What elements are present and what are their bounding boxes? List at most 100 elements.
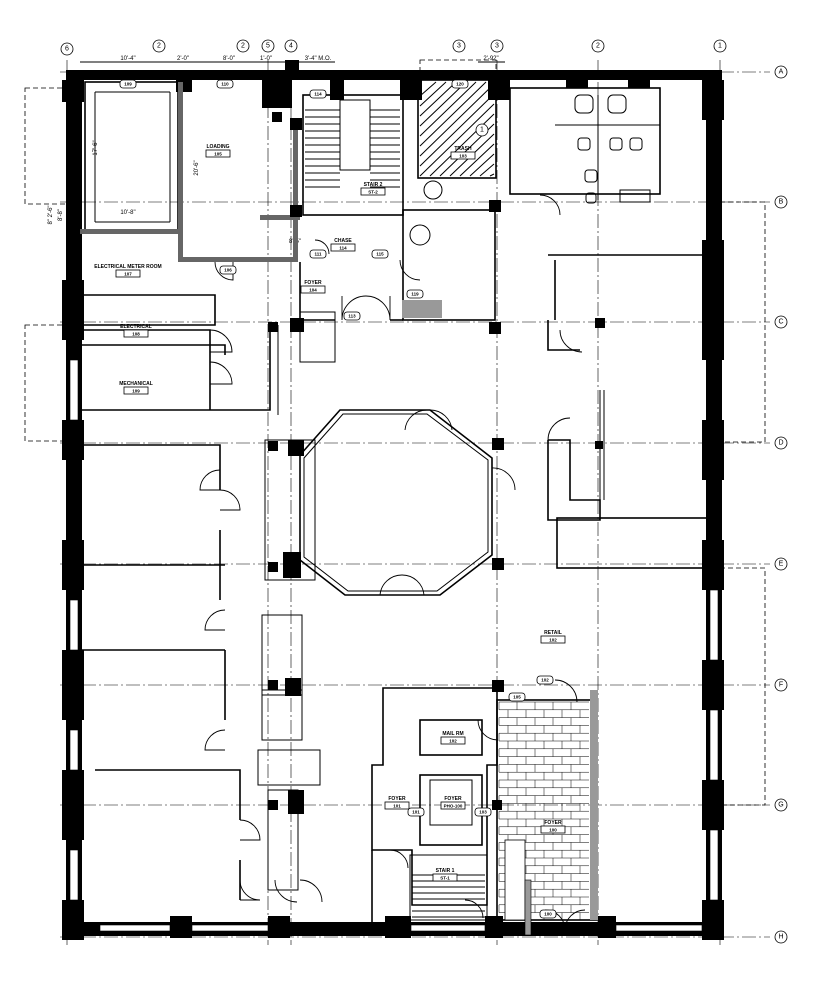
door-tag: 113 xyxy=(343,311,361,321)
room-name: FOYER xyxy=(544,820,562,826)
foyer-100-brick xyxy=(496,690,598,936)
room-number: 104 xyxy=(309,288,317,293)
grid-bubble-row-G: G xyxy=(774,798,788,812)
grid-label: 1 xyxy=(718,43,722,50)
grid-bubble-col-1: 1 xyxy=(713,39,727,53)
door-tag-number: 106 xyxy=(224,268,232,273)
door-tag: 119 xyxy=(406,289,424,299)
grid-bubble-row-D: D xyxy=(774,436,788,450)
room-name: MAIL RM xyxy=(442,731,463,737)
door-tag: 100 xyxy=(539,909,557,919)
grid-bubble-row-F: F xyxy=(774,678,788,692)
dimension-text: 8'-8" xyxy=(58,209,64,221)
room-name: FOYER xyxy=(304,280,322,286)
grid-bubble-row-H: H xyxy=(774,930,788,944)
room-number: ST-1 xyxy=(440,876,450,881)
windows xyxy=(69,359,719,932)
grid-label: H xyxy=(778,934,783,941)
room-number: 102 xyxy=(549,638,557,643)
dimension-text: 20'-6" xyxy=(194,160,200,175)
door-tag: 110 xyxy=(216,79,234,89)
door-swings xyxy=(199,194,586,931)
room-name: FOYER xyxy=(388,796,406,802)
room-name: ELECTRICAL METER ROOM xyxy=(94,264,161,270)
room-label: STAIR 1ST-1 xyxy=(432,868,458,882)
door-tag-number: 115 xyxy=(376,252,384,257)
door-tag: 115 xyxy=(371,249,389,259)
grid-label: D xyxy=(778,440,783,447)
structural-columns xyxy=(268,60,720,814)
grid-label: 6 xyxy=(65,46,69,53)
grid-label: 2 xyxy=(596,43,600,50)
door-tag: 111 xyxy=(309,249,327,259)
room-label: MAIL RM 102 xyxy=(440,731,466,745)
grid-label: F xyxy=(779,682,783,689)
door-tag-number: 101 xyxy=(412,810,420,815)
room-number: 109 xyxy=(132,389,140,394)
door-tag: 109 xyxy=(119,79,137,89)
grid-bubble-col-2b: 2 xyxy=(236,39,250,53)
room-name: ELECTRICAL xyxy=(120,324,152,330)
room-name: CHASE xyxy=(334,238,352,244)
room-number: 114 xyxy=(339,246,347,251)
room-label: FOYER 104 xyxy=(300,280,326,294)
trash-room xyxy=(402,79,497,321)
grid-bubble-col-5: 5 xyxy=(261,39,275,53)
grid-label: 3 xyxy=(457,43,461,50)
room-label: FOYER 101 xyxy=(384,796,410,810)
grid-label: A xyxy=(779,69,784,76)
room-number: 102 xyxy=(449,739,457,744)
grid-label: 2 xyxy=(157,43,161,50)
room-number: 107 xyxy=(124,272,132,277)
door-tag: 102 xyxy=(536,675,554,685)
room-number: PHO-100 xyxy=(444,804,463,809)
door-tag-number: 114 xyxy=(314,92,322,97)
grid-label: 4 xyxy=(289,43,293,50)
interior-partitions xyxy=(82,254,708,922)
grid-label: B xyxy=(779,199,784,206)
dimension-text: 17'-6" xyxy=(93,140,99,155)
marker-label: 1 xyxy=(480,127,484,134)
grid-bubble-col-2a: 2 xyxy=(152,39,166,53)
grid-label: G xyxy=(778,802,783,809)
grid-bubble-col-2c: 2 xyxy=(591,39,605,53)
grid-bubble-col-6: 6 xyxy=(60,42,74,56)
grid-bubble-col-3a: 3 xyxy=(452,39,466,53)
grid-label: 5 xyxy=(266,43,270,50)
door-tag-number: 120 xyxy=(456,82,464,87)
room-label: ELECTRICAL METER ROOM 107 xyxy=(94,264,162,278)
stair-2 xyxy=(302,94,404,216)
room-label: STAIR 2ST-2 xyxy=(360,182,386,196)
grid-label: 3 xyxy=(495,43,499,50)
door-tag-number: 111 xyxy=(314,252,322,257)
door-tag-number: 113 xyxy=(348,314,356,319)
room-label: RETAIL 102 xyxy=(540,630,566,644)
door-tag: 105 xyxy=(508,692,526,702)
grid-bubbles: 6 2 2 5 4 3 3 2 1 A B C D E F G H xyxy=(60,39,788,944)
dimension-text: 10'-8" xyxy=(120,210,135,216)
door-tag-number: 110 xyxy=(221,82,229,87)
grid-bubble-row-C: C xyxy=(774,315,788,329)
grid-bubble-row-E: E xyxy=(774,557,788,571)
dimension-text: 1'-0" xyxy=(260,56,272,62)
room-label: CHASE 114 xyxy=(330,238,356,252)
dimension-text: 2'-0" xyxy=(177,56,189,62)
grid-bubble-col-4: 4 xyxy=(284,39,298,53)
door-tag: 103 xyxy=(474,807,492,817)
exterior-walls xyxy=(62,70,724,940)
room-name: RETAIL xyxy=(544,630,562,636)
grid-label: E xyxy=(779,561,784,568)
door-tag: 114 xyxy=(309,89,327,99)
loading-area xyxy=(80,81,300,262)
door-tag-number: 109 xyxy=(124,82,132,87)
room-number: 101 xyxy=(393,804,401,809)
room-number: 100 xyxy=(549,828,557,833)
room-name: STAIR 2 xyxy=(364,182,383,188)
